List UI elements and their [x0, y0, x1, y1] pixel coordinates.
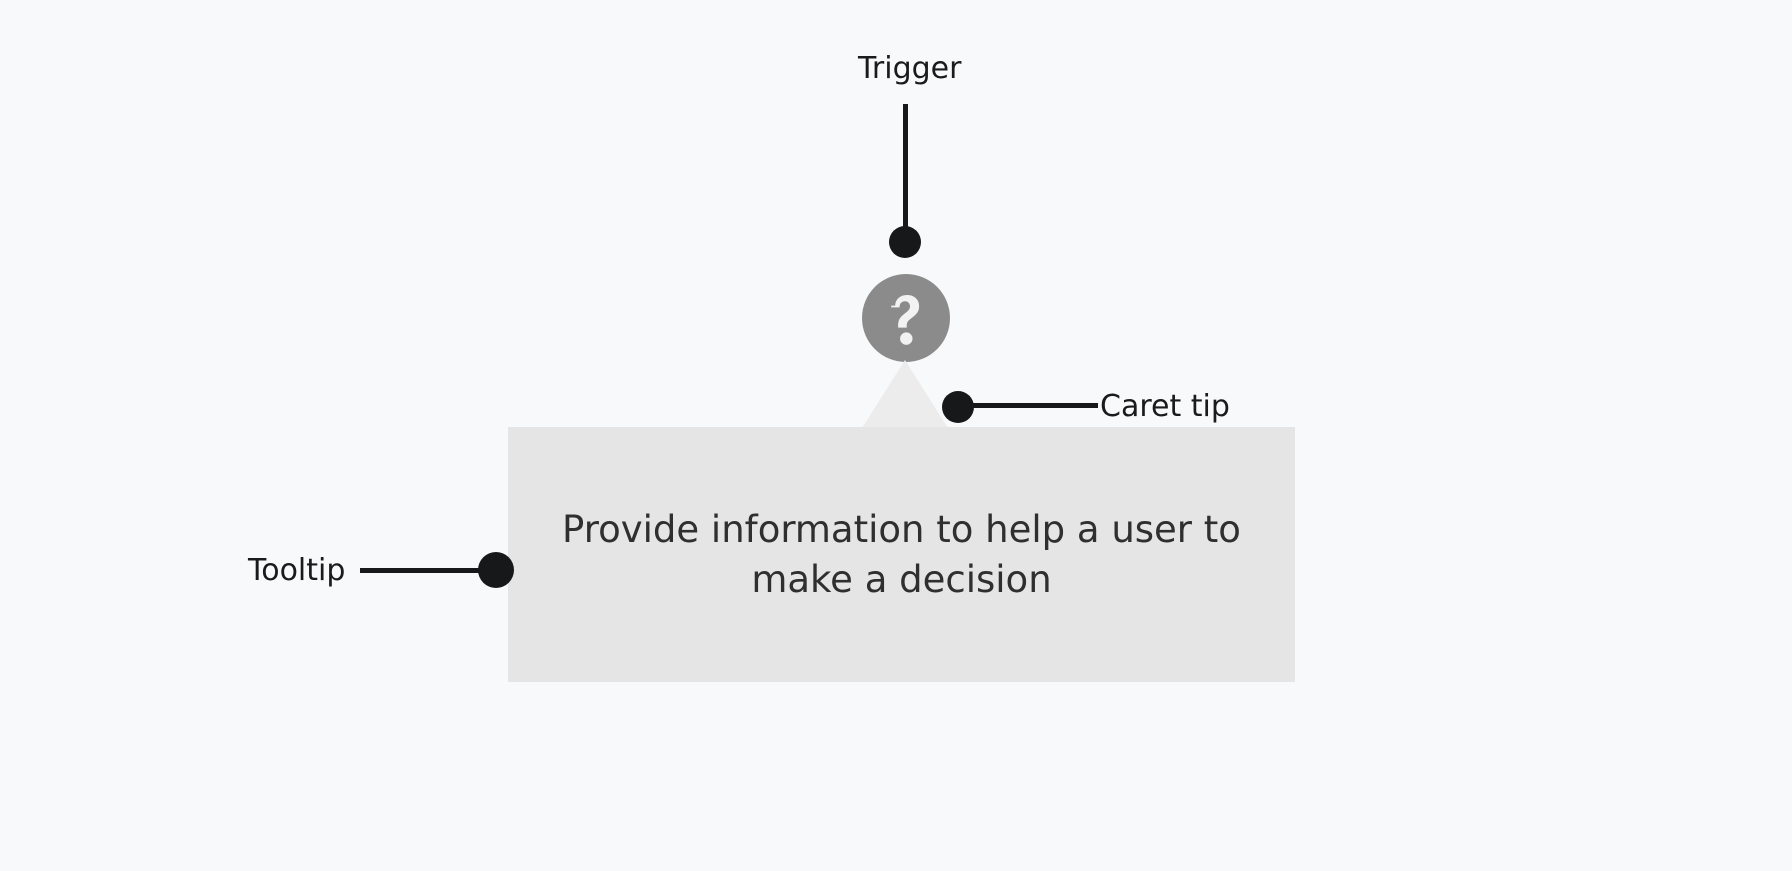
question-mark-circle-icon[interactable]	[862, 274, 950, 362]
caret-leader-line	[968, 403, 1098, 408]
question-mark-glyph	[891, 295, 920, 345]
tooltip-body-text: Provide information to help a user to ma…	[562, 508, 1241, 601]
tooltip-annotation-label: Tooltip	[248, 553, 346, 588]
trigger-leader-dot	[889, 226, 921, 258]
trigger-leader-line	[903, 104, 908, 241]
tooltip-box: Provide information to help a user to ma…	[508, 427, 1295, 682]
tooltip-leader-dot	[478, 552, 514, 588]
caret-annotation-label: Caret tip	[1100, 389, 1230, 424]
tooltip-caret	[862, 360, 948, 428]
trigger-annotation-label: Trigger	[858, 51, 962, 86]
tooltip-leader-line	[360, 568, 485, 573]
